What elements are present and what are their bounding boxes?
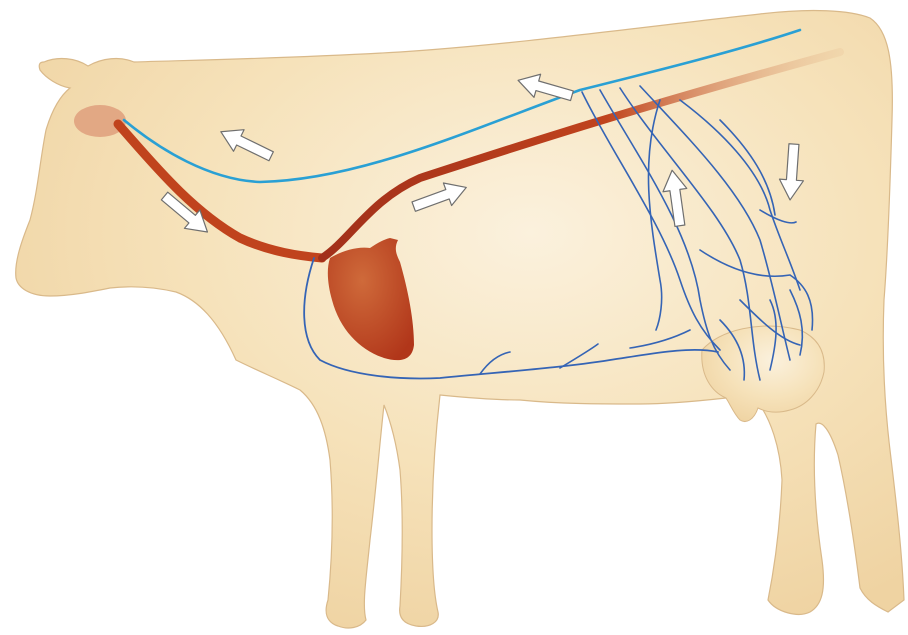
cow-body [16, 11, 904, 628]
